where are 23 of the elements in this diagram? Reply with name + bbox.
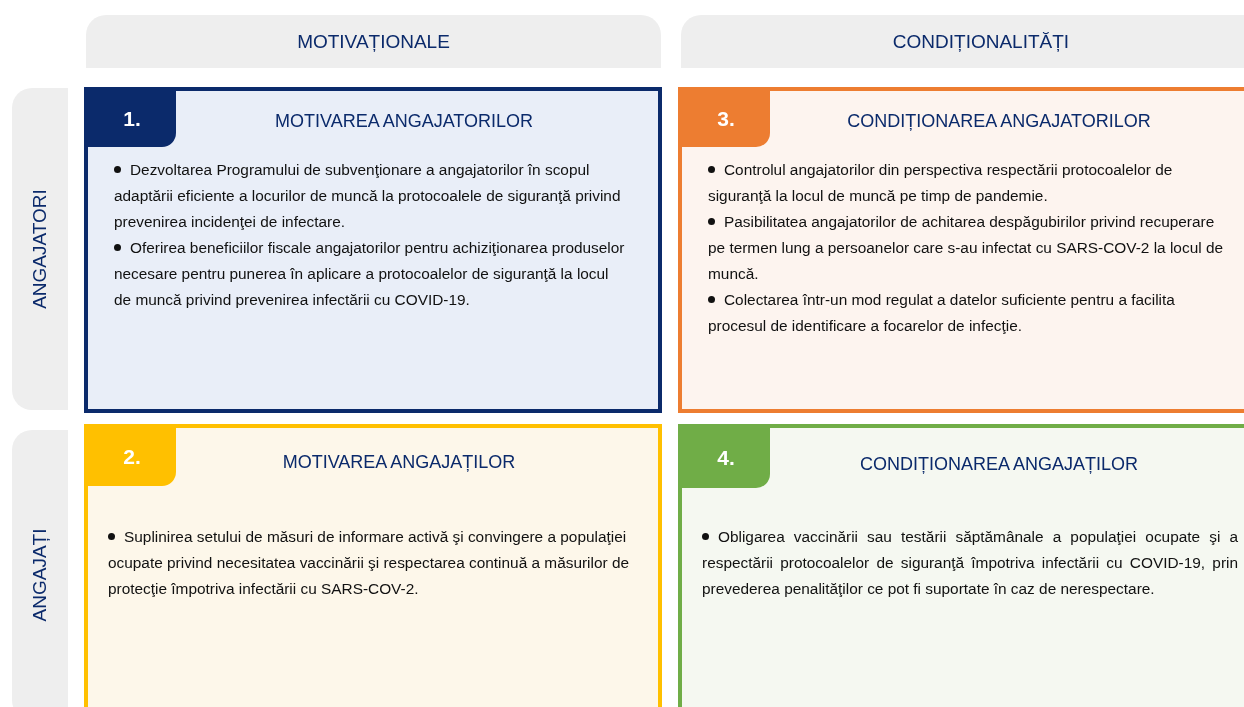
bullet-item: Obligarea vaccinării sau testării săptămânale a populaţiei ocupate şi a respectării protocoalelor de siguranţă împotriva infectării cu COVID-19, prin prevederea penalităţilor ce pot fi suportate în caz de nerespectare. xyxy=(702,527,1238,599)
quadrant-card xyxy=(678,424,1244,707)
bullet-item: Dezvoltarea Programului de subvenţionare a angajatorilor în scopul adaptării eficiente a locurilor de muncă la protocoalele de siguranţă privind prevenirea incidenţei de infectare. xyxy=(114,160,622,232)
quadrant-title: MOTIVAREA ANGAJAȚILOR xyxy=(281,452,517,473)
quadrant-number: 3. xyxy=(717,107,735,131)
quadrant-card xyxy=(84,87,662,413)
bullet-item: Controlul angajatorilor din perspectiva respectării protocoalelor de siguranţă la locul de muncă pe timp de pandemie. xyxy=(708,160,1174,206)
quadrant-number: 2. xyxy=(123,445,141,469)
column-title: CONDIȚIONALITĂȚI xyxy=(892,30,1070,53)
row-title: ANGAJATORI xyxy=(29,189,51,309)
row-title: ANGAJAȚI xyxy=(29,528,51,622)
bullet-item: Suplinirea setului de măsuri de informare activă şi convingere a populaţiei ocupate privind necesitatea vaccinării şi respectarea continuă a măsurilor de protecţie împotriva infectării cu SARS-COV-2. xyxy=(108,527,630,599)
quadrant-card xyxy=(678,87,1244,413)
quadrant-number: 4. xyxy=(717,446,735,470)
quadrant-card xyxy=(84,424,662,707)
bullet-item: Colectarea într-un mod regulat a datelor suficiente pentru a facilita procesul de identificare a focarelor de infecţie. xyxy=(708,290,1176,336)
quadrant-title: CONDIȚIONAREA ANGAJAȚILOR xyxy=(858,454,1140,475)
bullet-item: Pasibilitatea angajatorilor de achitarea despăgubirilor privind recuperare pe termen lung a persoanelor care s-au infectat cu SARS-COV-2 la locul de muncă. xyxy=(708,212,1224,284)
bullet-item: Oferirea beneficiilor fiscale angajatorilor pentru achiziţionarea produselor necesare pentru punerea în aplicare a protocoalelor de siguranţă la locul de muncă privind prevenirea infectării cu COVID-19. xyxy=(114,238,626,310)
column-title: MOTIVAȚIONALE xyxy=(297,30,450,53)
quadrant-title: CONDIȚIONAREA ANGAJATORILOR xyxy=(846,111,1152,132)
quadrant-number: 1. xyxy=(123,107,141,131)
quadrant-title: MOTIVAREA ANGAJATORILOR xyxy=(273,111,535,132)
